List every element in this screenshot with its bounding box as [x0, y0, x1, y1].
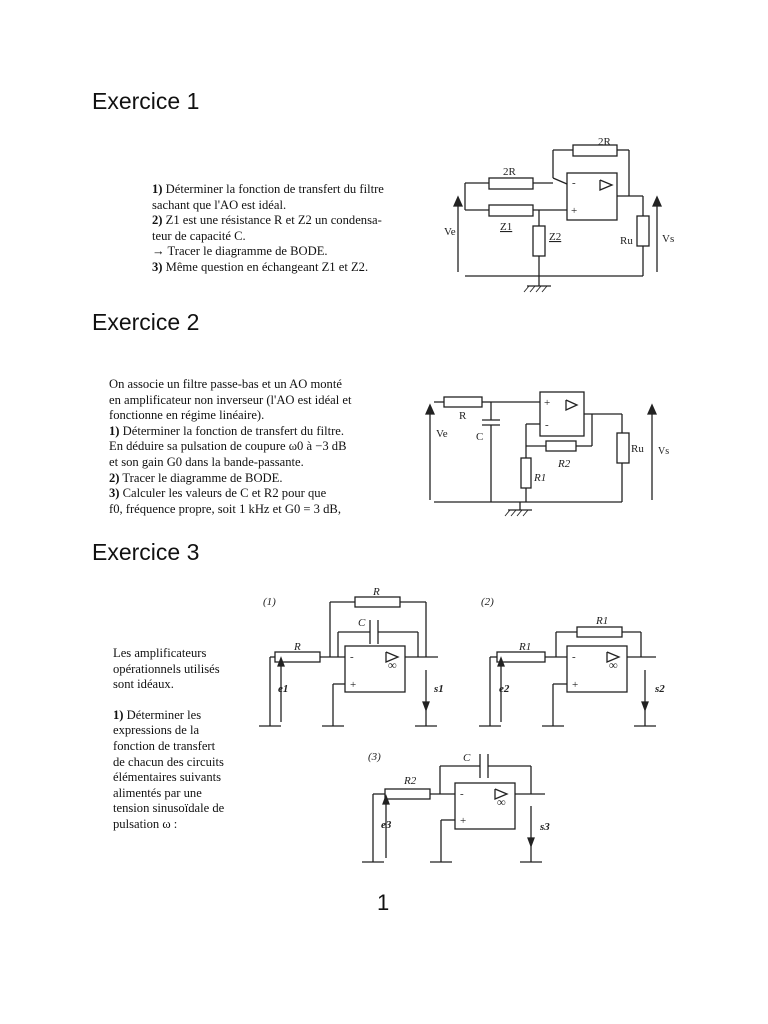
opamp-3-3-inf: ∞ [497, 795, 506, 809]
circuit-3-label: (3) [368, 751, 381, 763]
ex3-line-10: alimentés par une [113, 785, 202, 800]
circuit-2-label: (2) [481, 596, 494, 608]
opamp-1-minus: - [572, 177, 576, 189]
label-ve-1: Ve [444, 226, 456, 238]
circuit-3-r-in: R2 [403, 775, 417, 787]
ex3-line-1: Les amplificateurs [113, 646, 207, 660]
ex3-line-12: pulsation ω : [113, 816, 178, 831]
exercise-3-heading: Exercice 3 [92, 539, 200, 565]
exercise-1-heading: Exercice 1 [92, 88, 200, 114]
opamp-2-plus: + [544, 397, 550, 409]
circuit-1-r-fb: R [372, 586, 380, 598]
ex3-line-2: opérationnels utilisés [113, 661, 220, 676]
opamp-3-1-plus: + [350, 679, 356, 691]
ex2-line-3: fonctionne en régime linéaire). [109, 408, 265, 423]
circuit-1-ein: e1 [278, 683, 288, 695]
ex3-line-9: élémentaires suivants [113, 770, 222, 785]
circuit-2-r-in: R1 [518, 641, 531, 653]
ex1-line-5: → Tracer le diagramme de BODE. [152, 244, 328, 259]
label-c-2: C [476, 431, 483, 443]
opamp-3-2-inf: ∞ [609, 658, 618, 672]
opamp-3-1-minus: - [350, 651, 354, 663]
label-ru-2: Ru [631, 443, 644, 455]
label-ru-1: Ru [620, 235, 633, 247]
circuit-1-sout: s1 [433, 683, 444, 695]
label-r-2: R [459, 410, 467, 422]
circuit-2 [479, 626, 656, 727]
ex3-line-8: de chacun des circuits [113, 754, 224, 769]
circuit-2-sout: s2 [654, 683, 665, 695]
ex1-line-3: 2) Z1 est une résistance R et Z2 un cond… [152, 213, 382, 228]
label-z1: Z1 [500, 221, 512, 233]
circuit-3-c: C [463, 752, 471, 764]
ex1-line-1: 1) Déterminer la fonction de transfert d… [152, 182, 384, 196]
label-r1-2: R1 [533, 472, 546, 484]
label-vs-1: Vs [662, 233, 674, 245]
label-2r-mid: 2R [503, 166, 517, 178]
ex1-line-4: teur de capacité C. [152, 228, 246, 243]
label-vs-2: Vs [658, 446, 669, 457]
ex3-line-5: 1) Déterminer les [113, 707, 202, 722]
opamp-2-minus: - [545, 419, 549, 431]
ex2-line-1: On associe un filtre passe-bas et un AO … [109, 377, 342, 391]
circuit-3-sout: s3 [539, 821, 550, 833]
ex2-line-2: en amplificateur non inverseur (l'AO est… [109, 392, 352, 407]
circuit-1-label: (1) [263, 596, 276, 608]
opamp-3-2-plus: + [572, 679, 578, 691]
opamp-3-2-minus: - [572, 651, 576, 663]
ex2-line-9: f0, fréquence propre, soit 1 kHz et G0 =… [109, 501, 341, 516]
opamp-1-plus: + [571, 205, 577, 217]
label-r2-2: R2 [557, 458, 571, 470]
ex2-line-4: 1) Déterminer la fonction de transfert d… [109, 423, 344, 438]
ex3-line-6: expressions de la [113, 723, 200, 738]
opamp-3-1 [344, 645, 406, 693]
ex2-line-5: En déduire sa pulsation de coupure ω0 à … [109, 439, 347, 454]
ex2-line-7: 2) Tracer le diagramme de BODE. [109, 470, 283, 485]
circuit-2-r-fb: R1 [595, 615, 608, 627]
ex2-line-6: et son gain G0 dans la bande-passante. [109, 454, 304, 469]
label-2r-top: 2R [598, 136, 612, 148]
circuit-2-ein: e2 [499, 683, 510, 695]
opamp-3-3-plus: + [460, 815, 466, 827]
exercise-2-text: On associe un filtre passe-bas et un AO … [109, 377, 399, 517]
label-z2: Z2 [549, 231, 561, 243]
circuit-1-c: C [358, 617, 366, 629]
exercise-2-heading: Exercice 2 [92, 309, 200, 335]
circuit-3-ein: e3 [381, 819, 392, 831]
opamp-3-2 [566, 645, 628, 693]
exercise-3-text: Les amplificateurs opérationnels utilisé… [113, 646, 243, 833]
circuit-1-r-in: R [293, 641, 301, 653]
ex1-line-2: sachant que l'AO est idéal. [152, 197, 287, 212]
page-number: 1 [377, 890, 390, 915]
ex1-line-6: 3) Même question en échangeant Z1 et Z2. [152, 259, 369, 274]
opamp-3-3 [454, 782, 516, 830]
ex3-line-11: tension sinusoïdale de [113, 801, 225, 816]
resistor-ru-2 [616, 432, 630, 464]
opamp-3-3-minus: - [460, 788, 464, 800]
circuit-1 [259, 596, 438, 727]
ex3-line-3: sont idéaux. [113, 677, 174, 692]
circuit-3 [362, 754, 545, 863]
exercise-1-text: 1) Déterminer la fonction de transfert d… [152, 182, 424, 276]
ex3-line-7: fonction de transfert [113, 738, 216, 753]
opamp-3-1-inf: ∞ [388, 658, 397, 672]
ex2-line-8: 3) Calculer les valeurs de C et R2 pour … [109, 486, 327, 501]
label-ve-2: Ve [436, 428, 448, 440]
